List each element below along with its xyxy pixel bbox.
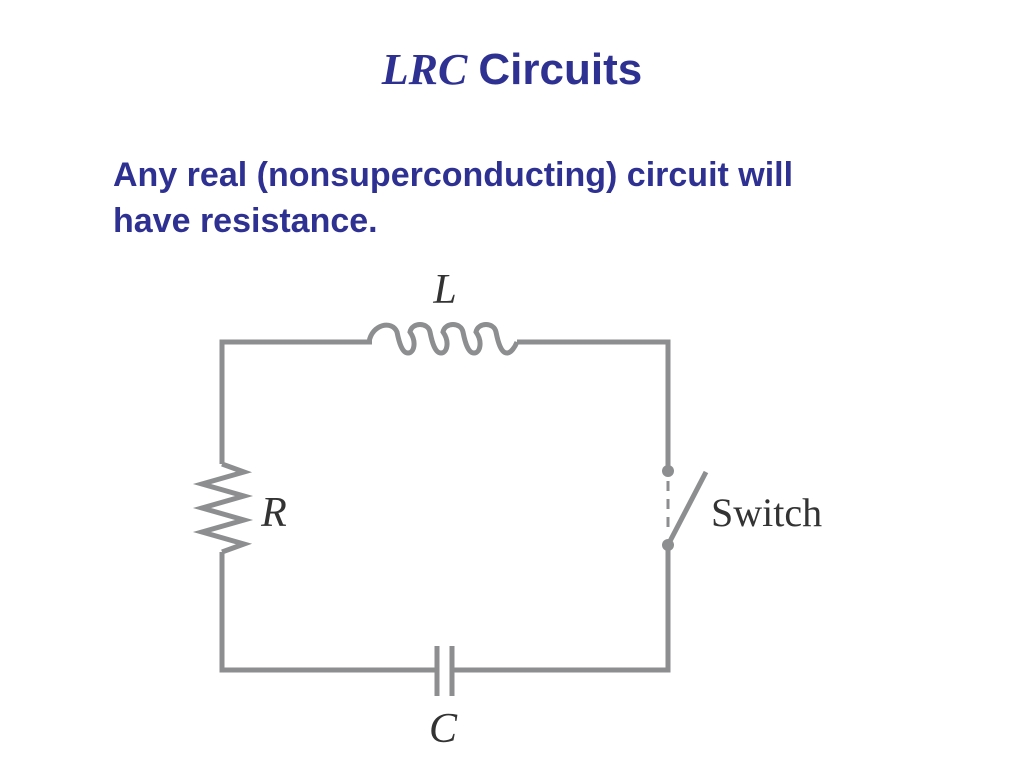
top-wire-right [517,339,671,470]
body-line-1: Any real (nonsuperconducting) circuit wi… [113,156,794,194]
resistor-zigzag [192,461,254,555]
switch-blade [665,470,709,547]
body-text: Any real (nonsuperconducting) circuit wi… [113,152,933,244]
inductor-coil [366,322,520,356]
inductor-label: L [432,267,456,313]
title-lrc: LRC [381,45,468,94]
bottom-wire-right [452,546,671,673]
switch-label: Switch [711,490,822,535]
capacitor-label: C [429,706,458,752]
switch-contact-top [662,465,674,477]
resistor-label: R [260,490,287,536]
title-circuits: Circuits [478,45,643,94]
left-wire-bottom [219,552,436,673]
body-line-2: have resistance. [113,202,378,240]
top-wire-left [219,339,372,464]
slide-title: LRC Circuits [0,40,1024,100]
